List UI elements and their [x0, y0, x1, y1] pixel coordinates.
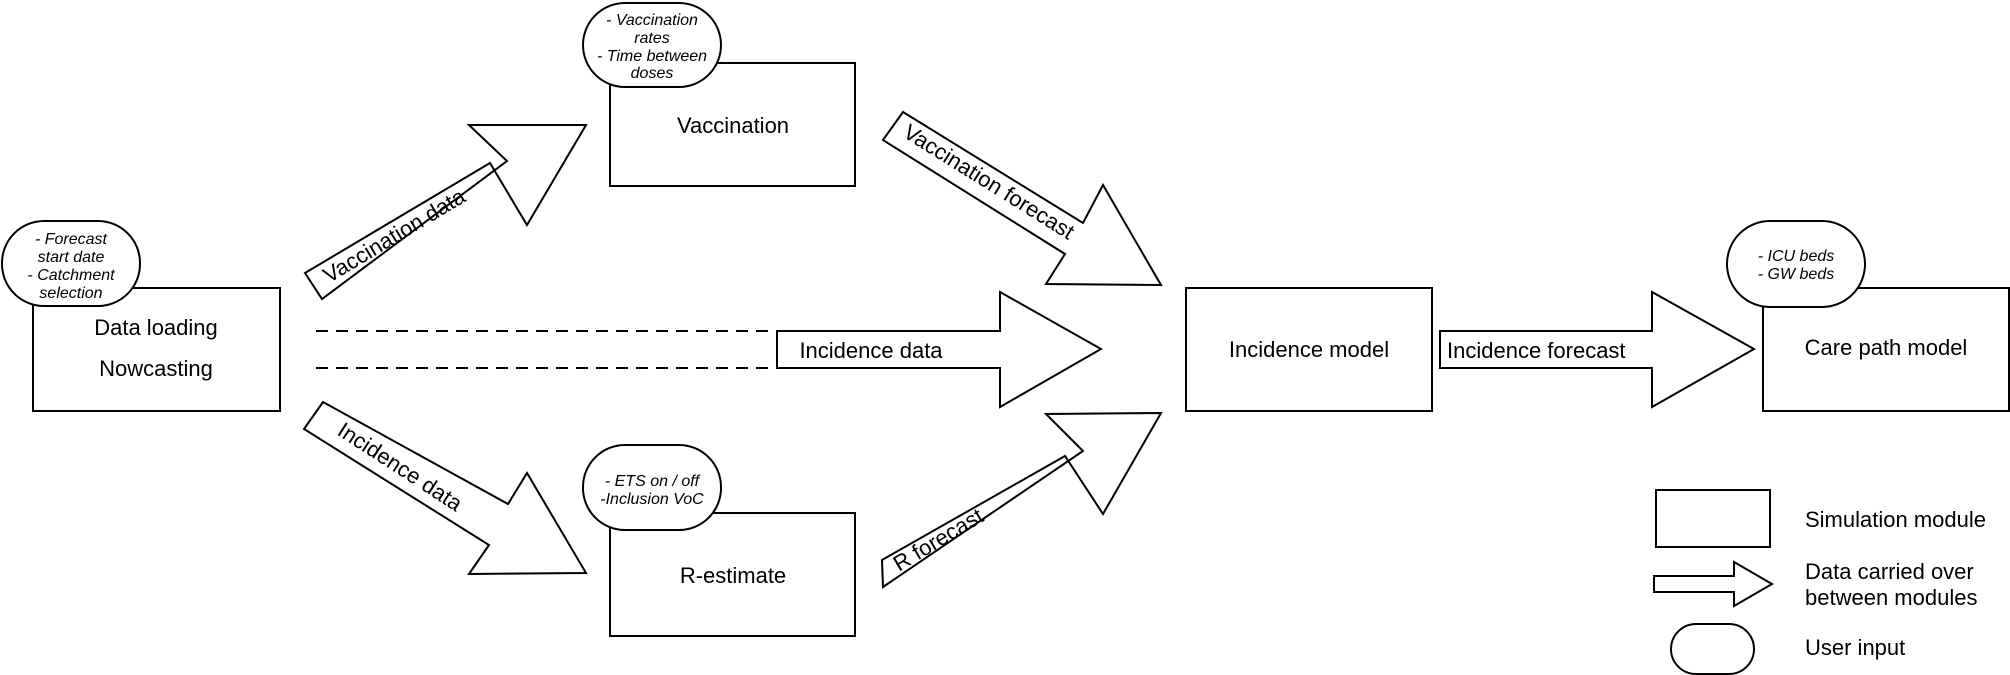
arrow-incidence-data-middle-label: Incidence data	[799, 338, 943, 363]
legend-user-input: User input	[1670, 623, 1905, 675]
arrow-incidence-data-lower: Incidence data	[302, 400, 588, 576]
input-line: doses	[631, 65, 674, 82]
legend-data-carried-line1: Data carried over	[1805, 559, 1974, 584]
arrow-r-forecast-label: R forecast	[889, 503, 988, 576]
user-input-data-loading: - Forecast start date - Catchment select…	[1, 220, 141, 307]
legend-user-input-label: User input	[1805, 635, 1905, 660]
user-input-care-path: - ICU beds - GW beds	[1726, 220, 1866, 308]
module-data-loading: Data loading Nowcasting	[32, 287, 281, 412]
user-input-r-estimate: - ETS on / off -Inclusion VoC	[582, 444, 722, 531]
input-line: rates	[634, 30, 670, 47]
input-line: - Vaccination	[606, 12, 698, 29]
module-r-estimate: R-estimate	[609, 512, 856, 637]
input-line: - Catchment	[27, 267, 115, 284]
legend-data-carried: Data carried over between modules	[1653, 559, 1977, 610]
module-incidence-model-label: Incidence model	[1229, 337, 1389, 362]
arrow-vaccination-data: Vaccination data	[303, 124, 588, 301]
input-line: - Time between	[597, 48, 707, 65]
module-incidence-model: Incidence model	[1185, 287, 1433, 412]
arrow-vaccination-forecast-label: Vaccination forecast	[899, 119, 1079, 244]
input-line: selection	[39, 285, 102, 302]
module-data-loading-line1: Data loading	[94, 315, 218, 340]
input-line: - Forecast	[35, 231, 108, 248]
arrow-incidence-forecast: Incidence forecast	[1439, 290, 1757, 409]
arrow-r-forecast: R forecast	[880, 411, 1163, 589]
arrow-incidence-data-lower-label: Incidence data	[333, 417, 467, 516]
input-line: start date	[38, 249, 105, 266]
dashed-lines	[316, 330, 777, 369]
legend-pill-swatch	[1670, 623, 1755, 675]
arrow-vaccination-data-label: Vaccination data	[319, 183, 471, 288]
module-care-path-model: Care path model	[1762, 287, 2010, 412]
module-r-estimate-label: R-estimate	[680, 563, 786, 588]
legend-box-swatch	[1655, 489, 1771, 548]
module-data-loading-line2: Nowcasting	[99, 356, 213, 381]
input-line: - GW beds	[1758, 266, 1834, 283]
legend-data-carried-line2: between modules	[1805, 585, 1977, 610]
module-vaccination-label: Vaccination	[677, 113, 789, 138]
input-line: -Inclusion VoC	[600, 491, 704, 508]
input-line: - ICU beds	[1758, 248, 1834, 265]
user-input-vaccination: - Vaccination rates - Time between doses	[582, 2, 722, 88]
arrow-vaccination-forecast: Vaccination forecast	[881, 110, 1163, 287]
legend: Simulation module Data carried over betw…	[1653, 489, 1986, 675]
legend-simulation-module: Simulation module	[1655, 489, 1986, 548]
arrow-incidence-data-middle: Incidence data	[776, 290, 1104, 409]
arrow-incidence-forecast-label: Incidence forecast	[1447, 338, 1626, 363]
legend-arrow-swatch	[1653, 560, 1774, 608]
module-care-path-model-label: Care path model	[1805, 335, 1968, 360]
input-line: - ETS on / off	[605, 473, 701, 490]
legend-simulation-module-label: Simulation module	[1805, 507, 1986, 532]
